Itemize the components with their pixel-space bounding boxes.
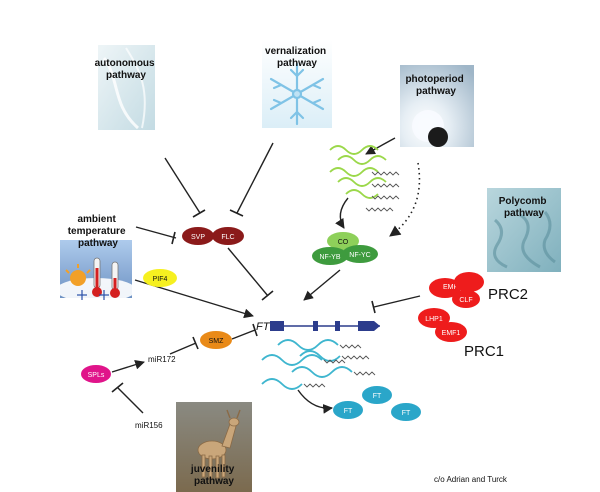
node-ft-protein-3: FT	[391, 403, 421, 421]
photoperiod-pathway-label: photoperiod pathway	[405, 74, 466, 97]
node-lhp1: LHP1	[418, 308, 450, 328]
svg-text:CO: CO	[338, 239, 349, 246]
node-flc: FLC	[212, 227, 244, 245]
node-emf2: EMF2	[429, 278, 462, 298]
node-clf: CLF	[452, 290, 480, 308]
inhibition-bar	[252, 323, 258, 337]
svg-text:CLF: CLF	[459, 297, 472, 304]
edge-mrna-to-co	[335, 197, 349, 229]
exon	[313, 321, 318, 331]
node-co: CO	[327, 232, 359, 250]
autonomous-pathway-tile: autonomous pathway	[95, 45, 158, 130]
exon	[335, 321, 340, 331]
svg-text:NF-YC: NF-YC	[349, 252, 370, 259]
svg-text:EMF1: EMF1	[442, 330, 461, 337]
node-ft-protein-2: FT	[362, 386, 392, 404]
photoperiod-pathway-tile: photoperiod pathway	[400, 65, 474, 147]
edge-ambient-to-svp	[135, 226, 177, 239]
vernalization-pathway-tile: vernalization pathway	[262, 40, 332, 128]
node-emf2-top	[454, 272, 484, 292]
edge-autonomous-to-svp	[164, 157, 201, 214]
node-pif4: PIF4	[143, 269, 177, 287]
prc2-label: PRC2	[488, 286, 528, 303]
prc1-label: PRC1	[464, 343, 504, 360]
juvenility-pathway-label: juvenility pathway	[190, 464, 237, 487]
photoperiod-mrna-cluster	[329, 145, 400, 212]
mir172-label: miR172	[148, 355, 176, 364]
svg-text:SMZ: SMZ	[209, 338, 225, 345]
thermometer-hot-icon	[92, 257, 102, 297]
inhibition-bar	[229, 209, 244, 217]
polycomb-pathway-label: Polycomb pathway	[499, 196, 550, 219]
edge-mir156-to-spls	[117, 387, 144, 414]
node-spls: SPLs	[81, 365, 111, 383]
inhibition-bar	[111, 382, 124, 393]
svg-text:FT: FT	[373, 393, 382, 400]
inhibition-bar	[261, 290, 274, 301]
edge-prc2-to-ft	[373, 295, 421, 308]
inhibition-bar	[192, 209, 206, 218]
polycomb-pathway-tile: Polycomb pathway	[487, 188, 561, 272]
vernalization-pathway-label: vernalization pathway	[265, 46, 329, 69]
inhibition-bar	[371, 300, 376, 314]
svg-text:FLC: FLC	[221, 234, 234, 241]
node-ft-protein-1: FT	[333, 401, 363, 419]
svg-text:FT: FT	[344, 408, 353, 415]
credit-text: c/o Adrian and Turck	[434, 475, 508, 484]
exon-arrow	[358, 321, 380, 331]
svg-text:EMF2: EMF2	[443, 284, 462, 291]
deer-icon	[197, 409, 241, 479]
node-nf-yc: NF-YC	[342, 245, 378, 263]
svg-text:FT: FT	[402, 410, 411, 417]
node-nf-yb: NF-YB	[312, 247, 348, 265]
edge-svp-flc-to-ft	[227, 247, 269, 297]
edge-spls-to-mir172	[111, 359, 145, 373]
svg-text:SPLs: SPLs	[88, 372, 105, 379]
ft-gene-label: FT	[256, 321, 271, 333]
edge-mrna-to-ft-protein	[297, 389, 333, 414]
edge-mir172-to-smz	[169, 342, 197, 355]
snowflake-icon	[269, 62, 325, 126]
exon	[270, 321, 284, 331]
mir156-label: miR156	[135, 421, 163, 430]
ambient-temperature-pathway-label: ambient temperature pathway	[68, 214, 129, 249]
svg-text:PIF4: PIF4	[153, 276, 168, 283]
node-svp: SVP	[182, 227, 214, 245]
planet-shadow-icon	[428, 127, 448, 147]
edge-co-to-ft	[303, 269, 341, 301]
inhibition-bar	[192, 336, 199, 350]
sun-icon	[65, 264, 91, 286]
edge-photoperiod-to-mrna	[365, 137, 396, 155]
svg-text:SVP: SVP	[191, 234, 205, 241]
thermometer-cold-icon	[110, 261, 120, 298]
svg-text:NF-YB: NF-YB	[320, 254, 341, 261]
ambient-temperature-pathway-tile: ambient temperature pathway	[56, 214, 136, 302]
svg-text:LHP1: LHP1	[425, 316, 443, 323]
edge-vernalization-to-flc	[236, 142, 274, 214]
node-emf1: EMF1	[435, 322, 467, 342]
node-smz: SMZ	[200, 331, 232, 349]
edge-smz-to-ft	[231, 329, 256, 340]
ft-mrna-cluster	[261, 339, 376, 390]
snowflake-icon	[77, 290, 109, 300]
inhibition-bar	[171, 231, 176, 245]
autonomous-pathway-label: autonomous pathway	[95, 58, 158, 81]
juvenility-pathway-tile: juvenility pathway	[176, 402, 252, 492]
ft-gene-model: FT	[256, 321, 380, 333]
